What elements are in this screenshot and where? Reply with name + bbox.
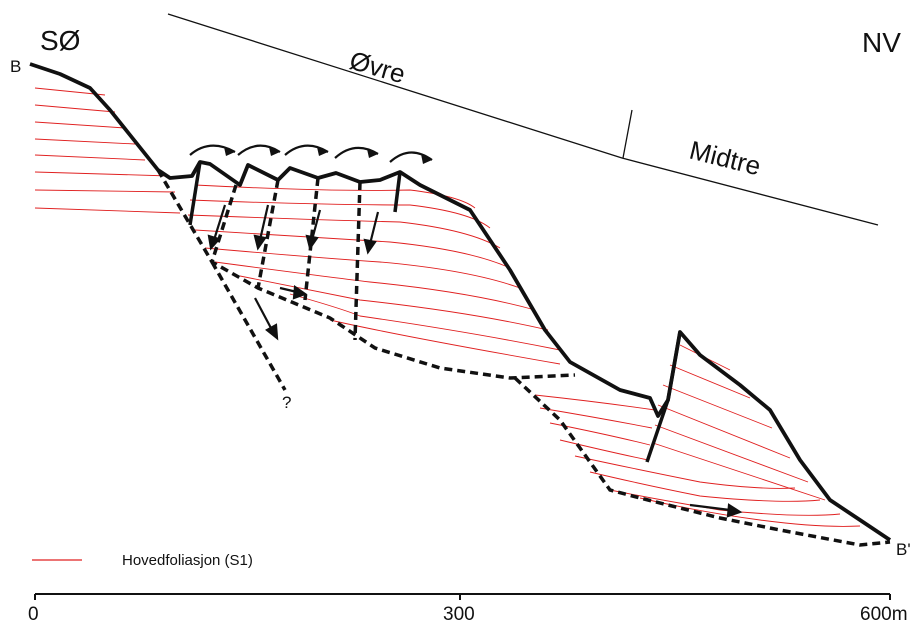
slip-arrows <box>207 204 743 518</box>
left-direction-label: SØ <box>40 25 80 56</box>
uncertain-mark: ? <box>282 393 291 412</box>
detachment-lines <box>156 169 891 547</box>
scale-tick-0: 0 <box>28 604 39 624</box>
shear-arrows <box>189 144 433 163</box>
section-boundary-line <box>167 13 879 226</box>
start-point-label: B <box>10 57 21 76</box>
right-direction-label: NV <box>862 27 901 58</box>
topographic-profile <box>29 62 892 542</box>
scale-bar <box>34 593 891 600</box>
fault-lines <box>188 161 682 463</box>
end-point-label: B' <box>896 540 911 559</box>
scale-tick-600: 600m <box>860 604 908 624</box>
middle-section-label: Midtre <box>687 135 764 182</box>
section-divider-tick <box>622 109 633 159</box>
legend-foliation-label: Hovedfoliasjon (S1) <box>122 552 253 569</box>
shear-arrowheads <box>224 147 432 164</box>
upper-section-label: Øvre <box>346 45 408 89</box>
scale-tick-300: 300 <box>443 604 475 624</box>
foliation-lines <box>34 87 861 527</box>
